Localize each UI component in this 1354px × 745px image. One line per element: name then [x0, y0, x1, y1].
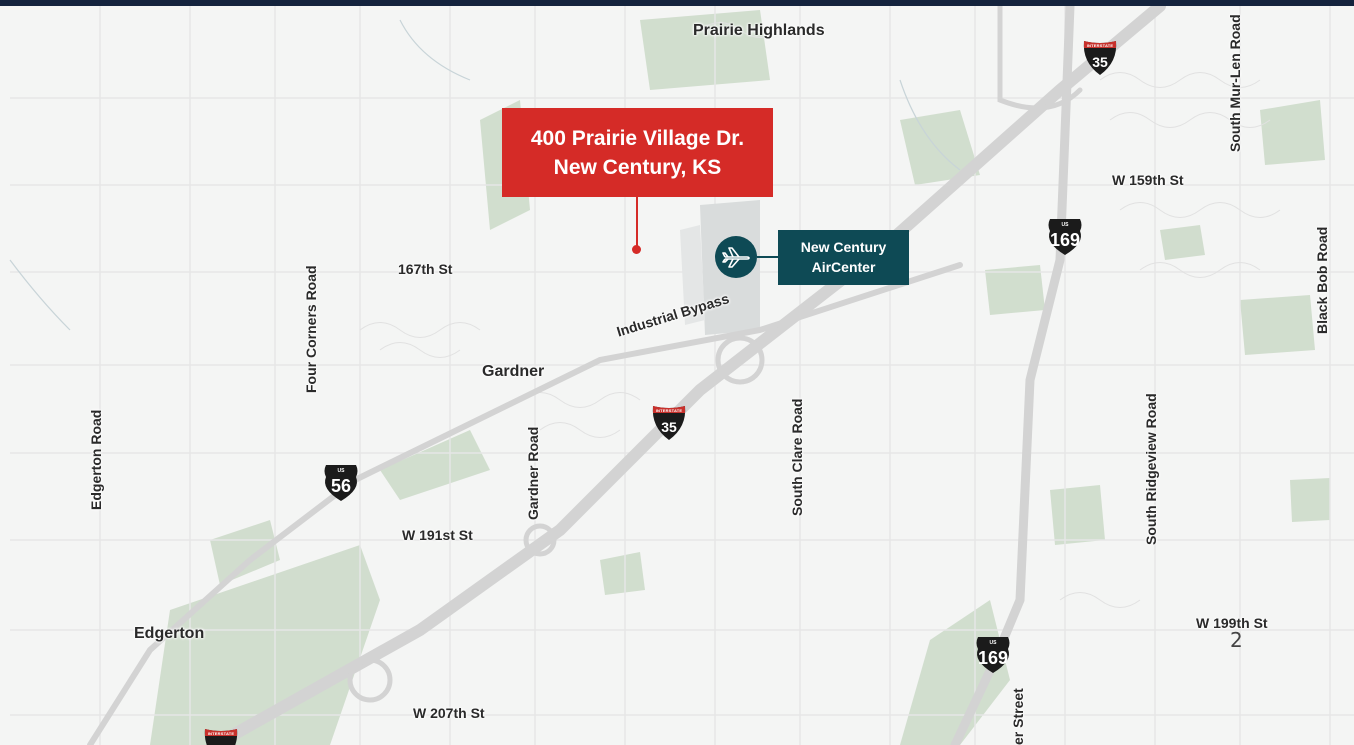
us-route-shield-icon — [324, 465, 358, 501]
airport-label-line2: AirCenter — [811, 259, 876, 275]
road-label-w-159th: W 159th St — [1112, 172, 1184, 188]
interstate-tag: INTERSTATE — [1086, 43, 1114, 48]
site-location-marker[interactable] — [632, 245, 641, 254]
road-label-edgerton-road: Edgerton Road — [88, 409, 104, 510]
road-label-south-ridgeview: South Ridgeview Road — [1143, 393, 1159, 545]
interstate-number: 35 — [661, 419, 677, 435]
site-address-line1: 400 Prairie Village Dr. — [530, 127, 745, 150]
interstate-35-shield-mid: INTERSTATE 35 — [649, 403, 689, 443]
us-route-number: 169 — [1049, 230, 1081, 250]
interstate-number: 35 — [201, 742, 241, 745]
interstate-tag: INTERSTATE — [207, 731, 235, 736]
site-address-callout[interactable]: 400 Prairie Village Dr. New Century, KS — [502, 108, 773, 197]
us-route-shield-icon — [1048, 219, 1082, 255]
road-label-street-partial: er Street — [1010, 688, 1026, 745]
us-169-shield-bottom: US 169 — [973, 635, 1013, 675]
road-label-gardner-road: Gardner Road — [525, 426, 541, 520]
site-callout-leader-line — [636, 197, 638, 249]
us-tag: US — [337, 468, 345, 474]
page-number: 2 — [1230, 628, 1243, 652]
interstate-shield-icon — [652, 406, 686, 440]
road-label-167th: 167th St — [398, 261, 453, 277]
site-address-line2: New Century, KS — [553, 156, 722, 179]
interstate-35-shield-bottom: INTERSTATE 35 — [201, 726, 241, 745]
airplane-icon[interactable] — [715, 236, 757, 278]
place-label-gardner: Gardner — [482, 363, 545, 380]
interstate-35-shield-top: INTERSTATE 35 — [1080, 38, 1120, 78]
airport-label-line1: New Century — [800, 239, 887, 255]
us-route-number: 56 — [330, 476, 352, 496]
us-tag: US — [1061, 222, 1069, 228]
us-169-shield-top: US 169 — [1045, 217, 1085, 257]
us-route-number: 169 — [977, 648, 1009, 668]
interstate-shield-icon — [1083, 41, 1117, 75]
road-label-four-corners: Four Corners Road — [303, 265, 319, 393]
interstate-tag: INTERSTATE — [655, 408, 683, 413]
road-label-w-191st: W 191st St — [402, 527, 473, 543]
road-label-south-clare: South Clare Road — [789, 398, 805, 516]
top-header-bar — [0, 0, 1354, 6]
us-route-shield-icon — [976, 637, 1010, 673]
airport-label[interactable]: New Century AirCenter — [778, 230, 909, 285]
interstate-number: 35 — [1092, 54, 1108, 70]
interstate-shield-icon — [204, 729, 238, 745]
road-label-black-bob: Black Bob Road — [1314, 226, 1330, 334]
us-tag: US — [989, 640, 997, 646]
road-label-w-207th: W 207th St — [413, 705, 485, 721]
road-label-w-199th: W 199th St — [1196, 615, 1268, 631]
place-label-prairie-highlands: Prairie Highlands — [693, 22, 825, 39]
road-label-south-mur-len: South Mur-Len Road — [1227, 14, 1243, 152]
airport-connector-line — [757, 256, 779, 258]
place-label-edgerton: Edgerton — [134, 625, 205, 642]
us-56-shield: US 56 — [321, 463, 361, 503]
